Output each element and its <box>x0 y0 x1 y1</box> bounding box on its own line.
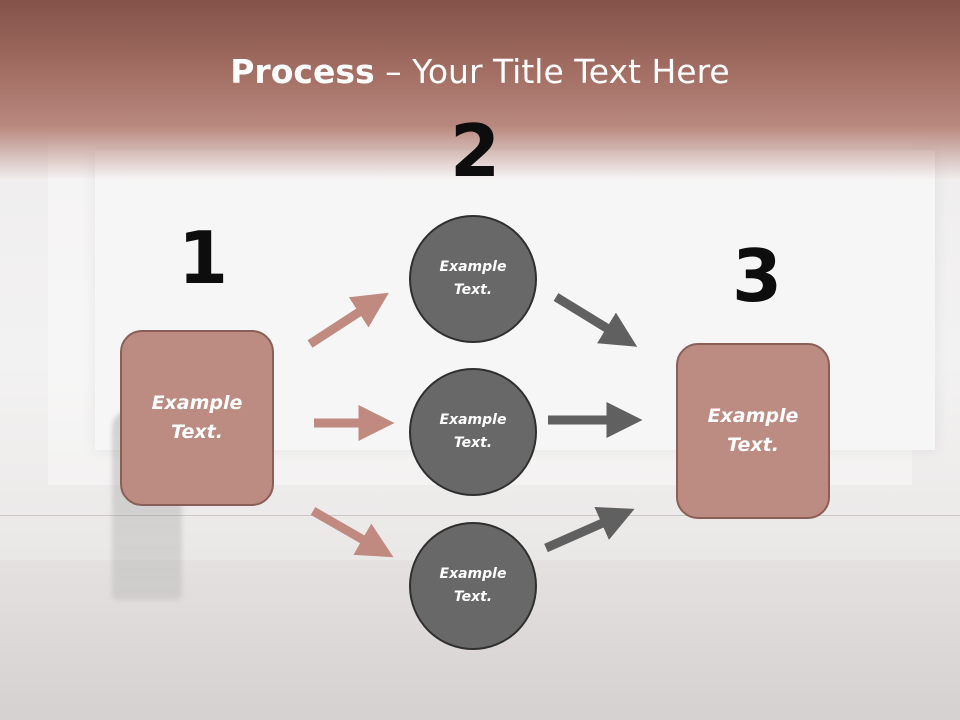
title-bold-part: Process <box>230 52 375 91</box>
right-step-box[interactable]: Example Text. <box>676 343 830 519</box>
circle-center-line-2: Text. <box>453 435 493 451</box>
step-number-1: 1 <box>178 216 229 300</box>
step-number-2: 2 <box>450 109 501 193</box>
title-rest-part: – Your Title Text Here <box>374 52 730 91</box>
middle-circle-bottom[interactable]: Example Text. <box>409 522 537 650</box>
middle-circle-top[interactable]: Example Text. <box>409 215 537 343</box>
arrow-top-to-right <box>553 293 638 347</box>
circle-top-line-1: Example <box>439 259 507 275</box>
title-banner-background <box>0 0 960 180</box>
left-box-line-1: Example <box>151 392 243 414</box>
left-step-box[interactable]: Example Text. <box>120 330 274 506</box>
left-box-line-2: Text. <box>171 421 223 443</box>
middle-circle-center[interactable]: Example Text. <box>409 368 537 496</box>
right-box-line-1: Example <box>707 405 799 427</box>
circle-bottom-line-1: Example <box>439 566 507 582</box>
floor-line <box>0 515 960 516</box>
arrow-left-to-top <box>307 292 389 348</box>
arrow-left-to-bottom <box>310 507 394 558</box>
circle-top-line-2: Text. <box>453 282 493 298</box>
arrow-bottom-to-right <box>544 506 635 553</box>
step-number-3: 3 <box>732 234 783 318</box>
circle-center-line-1: Example <box>439 412 507 428</box>
slide-title: Process – Your Title Text Here <box>0 52 960 91</box>
right-box-line-2: Text. <box>727 434 779 456</box>
circle-bottom-line-2: Text. <box>453 589 493 605</box>
